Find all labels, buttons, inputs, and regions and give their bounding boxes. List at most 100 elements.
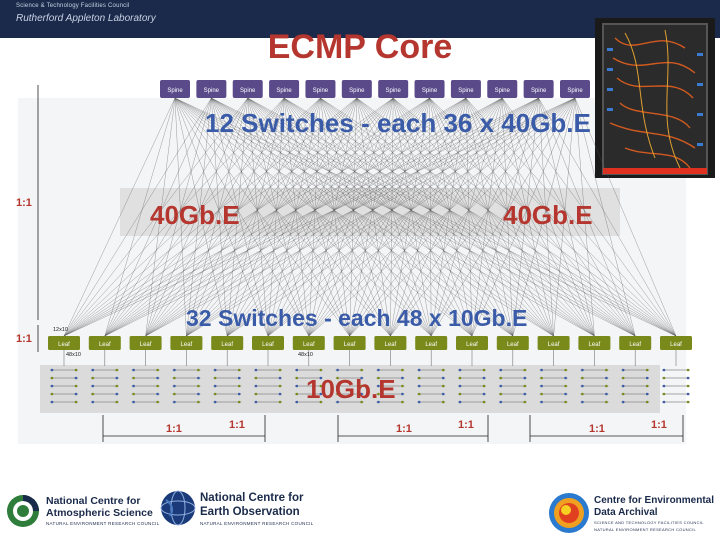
host-port-dot xyxy=(173,384,176,388)
mesh-link xyxy=(308,97,357,337)
mesh-link xyxy=(512,97,576,337)
leaf-box xyxy=(292,336,325,350)
mesh-link xyxy=(502,97,554,337)
host-port-dot xyxy=(74,392,78,396)
leaf-label: Leaf xyxy=(385,342,397,348)
host-port-dot xyxy=(91,384,95,388)
mesh-link xyxy=(267,97,394,337)
mesh-link xyxy=(104,97,357,337)
org-line-2: Rutherford Appleton Laboratory xyxy=(16,13,156,24)
mesh-link xyxy=(538,97,677,337)
nceo-line-1: National Centre for xyxy=(200,492,304,504)
bottom-ratio-3: 1:1 xyxy=(396,423,412,435)
mesh-link xyxy=(63,97,539,337)
host-group xyxy=(580,350,609,404)
mesh-link xyxy=(465,97,554,337)
host-group xyxy=(335,350,364,404)
host-port-dot xyxy=(319,384,323,388)
host-port-dot xyxy=(377,376,380,380)
mesh-link xyxy=(104,97,503,337)
host-port-dot xyxy=(336,384,339,388)
host-port-dot xyxy=(564,392,567,396)
bottom-ratio-5: 1:1 xyxy=(589,423,605,435)
mesh-link xyxy=(283,97,309,337)
mesh-link xyxy=(502,97,513,337)
mesh-link xyxy=(63,97,394,337)
host-port-dot xyxy=(319,392,323,396)
mesh-link xyxy=(393,97,473,337)
mesh-link xyxy=(356,97,554,337)
host-group xyxy=(376,350,405,404)
host-port-dot xyxy=(482,376,486,380)
band-40g-right-label: 40Gb.E xyxy=(503,200,593,230)
mesh-link xyxy=(393,97,432,337)
mesh-link xyxy=(267,97,430,337)
spine-box xyxy=(269,80,300,98)
mesh-link xyxy=(247,97,473,337)
mesh-link xyxy=(393,97,554,337)
spine-box xyxy=(160,80,190,98)
host-port-dot xyxy=(336,376,339,380)
host-port-dot xyxy=(237,384,241,388)
host-port-dot xyxy=(662,368,666,372)
mesh-link xyxy=(574,97,677,337)
mesh-link xyxy=(574,97,636,337)
host-group xyxy=(539,350,568,404)
host-group xyxy=(662,350,690,404)
ncas-line-3: NATURAL ENVIRONMENT RESEARCH COUNCIL xyxy=(46,521,160,526)
mesh-link xyxy=(247,97,269,337)
spine-switch: Spine xyxy=(196,80,227,98)
nceo-logo: National Centre for Earth Observation NA… xyxy=(160,488,330,536)
mesh-link xyxy=(227,97,357,337)
host-port-dot xyxy=(564,368,567,372)
mesh-link xyxy=(145,97,539,337)
host-port-dot xyxy=(686,400,690,404)
host-port-dot xyxy=(605,400,608,404)
leaf-label: Leaf xyxy=(58,342,70,348)
spine-switch: Spine xyxy=(450,80,481,98)
mesh-link xyxy=(145,97,394,337)
ncas-emblem-icon xyxy=(7,495,39,527)
mesh-link xyxy=(308,97,394,337)
mesh-link xyxy=(186,97,248,337)
host-port-dot xyxy=(662,384,666,388)
host-port-dot xyxy=(91,368,95,372)
host-port-dot xyxy=(499,400,503,404)
mesh-link xyxy=(174,97,636,337)
mesh-link xyxy=(431,97,503,337)
leaf-label: Leaf xyxy=(221,342,233,348)
mesh-link xyxy=(320,97,677,337)
leaf-switch: Leaf xyxy=(456,336,488,350)
host-group xyxy=(254,350,282,404)
mesh-link xyxy=(465,97,636,337)
host-port-dot xyxy=(417,384,421,388)
mesh-link xyxy=(211,97,309,337)
spine-switch: Spine xyxy=(160,80,190,98)
spine-label: Spine xyxy=(167,88,183,94)
host-port-dot xyxy=(581,368,584,372)
mesh-link xyxy=(211,97,350,337)
spine-box xyxy=(305,80,336,98)
mesh-link xyxy=(145,97,285,337)
mesh-link xyxy=(186,97,285,337)
host-port-dot xyxy=(621,384,625,388)
host-port-dot xyxy=(115,376,119,380)
host-port-dot xyxy=(295,384,299,388)
mesh-link xyxy=(174,97,350,337)
band-40g-left-label: 40Gb.E xyxy=(150,200,240,230)
ceda-logo: Centre for Environmental Data Archival S… xyxy=(548,488,718,538)
host-port-dot xyxy=(254,400,258,404)
host-port-dot xyxy=(540,368,543,372)
host-port-dot xyxy=(401,384,404,388)
spine-label: Spine xyxy=(313,88,329,94)
mesh-link xyxy=(267,97,321,337)
host-port-dot xyxy=(91,376,95,380)
mesh-link xyxy=(63,97,248,337)
spine-label: Spine xyxy=(276,88,292,94)
leaf-switch: Leaf xyxy=(211,336,244,350)
leaf-label: Leaf xyxy=(548,342,560,348)
host-port-dot xyxy=(115,384,119,388)
host-port-dot xyxy=(173,376,176,380)
leaf-label: Leaf xyxy=(181,342,193,348)
